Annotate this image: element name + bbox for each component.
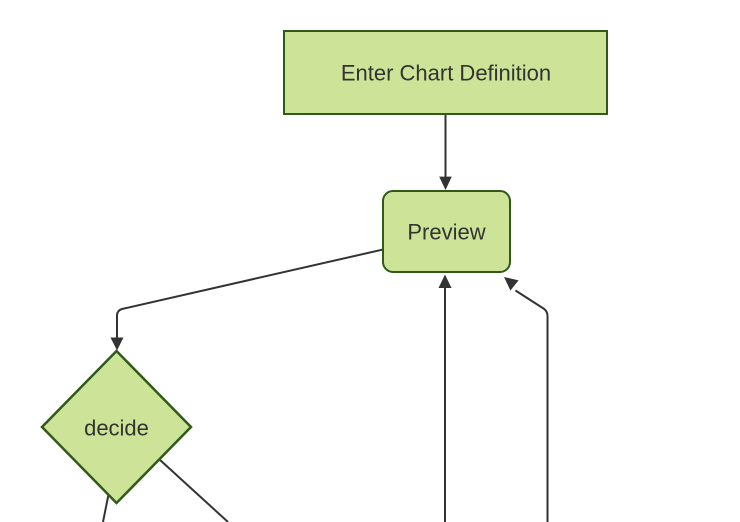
edge-enter-to-preview (439, 114, 452, 190)
node-decide: decide (40, 349, 193, 505)
node-label: Preview (407, 220, 485, 245)
edge-line (158, 458, 229, 522)
node-label: decide (84, 416, 149, 441)
arrowhead-icon (438, 274, 452, 288)
arrowhead-icon (110, 337, 124, 351)
arrowhead-icon (439, 176, 452, 190)
node-enter-chart-definition: Enter Chart Definition (283, 30, 608, 115)
node-label: Enter Chart Definition (341, 61, 551, 86)
edge-preview-to-decide (110, 248, 384, 351)
edge-bottom-to-preview (438, 274, 452, 522)
edge-decide-to-offscreen-left (102, 494, 110, 522)
edge-line (514, 289, 549, 522)
edge-bottom-right-to-preview (504, 277, 549, 522)
arrowhead-icon (504, 277, 519, 291)
edge-decide-to-offscreen-right (158, 458, 229, 522)
node-preview: Preview (382, 190, 511, 273)
node-rect (283, 30, 608, 115)
edge-line (116, 248, 384, 338)
node-diamond (40, 349, 193, 505)
node-rect (382, 190, 511, 273)
edge-line (102, 494, 110, 522)
